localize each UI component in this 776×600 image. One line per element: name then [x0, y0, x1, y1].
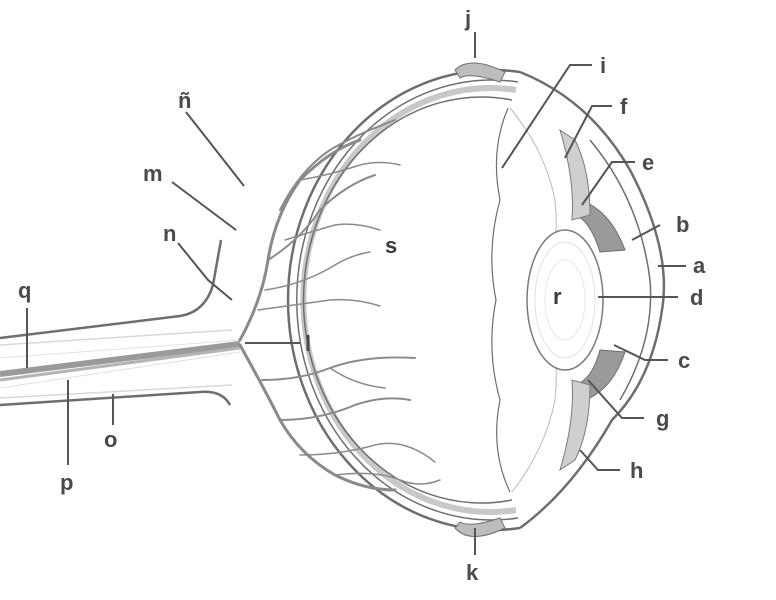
retinal-vessels: [238, 119, 441, 492]
label-l: l: [305, 331, 311, 356]
label-o: o: [104, 427, 117, 452]
label-q: q: [18, 278, 31, 303]
label-h: h: [630, 458, 643, 483]
label-d: d: [690, 285, 703, 310]
label-c: c: [678, 348, 690, 373]
label-n: n: [163, 221, 176, 246]
central-vein: [0, 346, 241, 382]
lens: [526, 229, 604, 371]
label-m: m: [143, 161, 163, 186]
label-j: j: [464, 6, 471, 31]
central-artery: [0, 341, 241, 377]
label-enye: ñ: [178, 88, 191, 113]
superior-muscle: [454, 62, 506, 83]
label-g: g: [656, 406, 669, 431]
label-a: a: [693, 253, 706, 278]
label-p: p: [60, 470, 73, 495]
label-i: i: [600, 53, 606, 78]
label-r: r: [553, 284, 562, 309]
label-b: b: [676, 212, 689, 237]
label-k: k: [466, 560, 479, 585]
labels: j i f e b a d c g h k l ñ m n q p o r s: [18, 6, 706, 585]
leader-lines: [26, 32, 686, 555]
optic-nerve: [0, 239, 241, 407]
label-e: e: [642, 150, 654, 175]
label-s: s: [385, 233, 397, 258]
inferior-muscle: [454, 517, 506, 537]
label-f: f: [620, 94, 628, 119]
eyeball: [286, 62, 666, 537]
